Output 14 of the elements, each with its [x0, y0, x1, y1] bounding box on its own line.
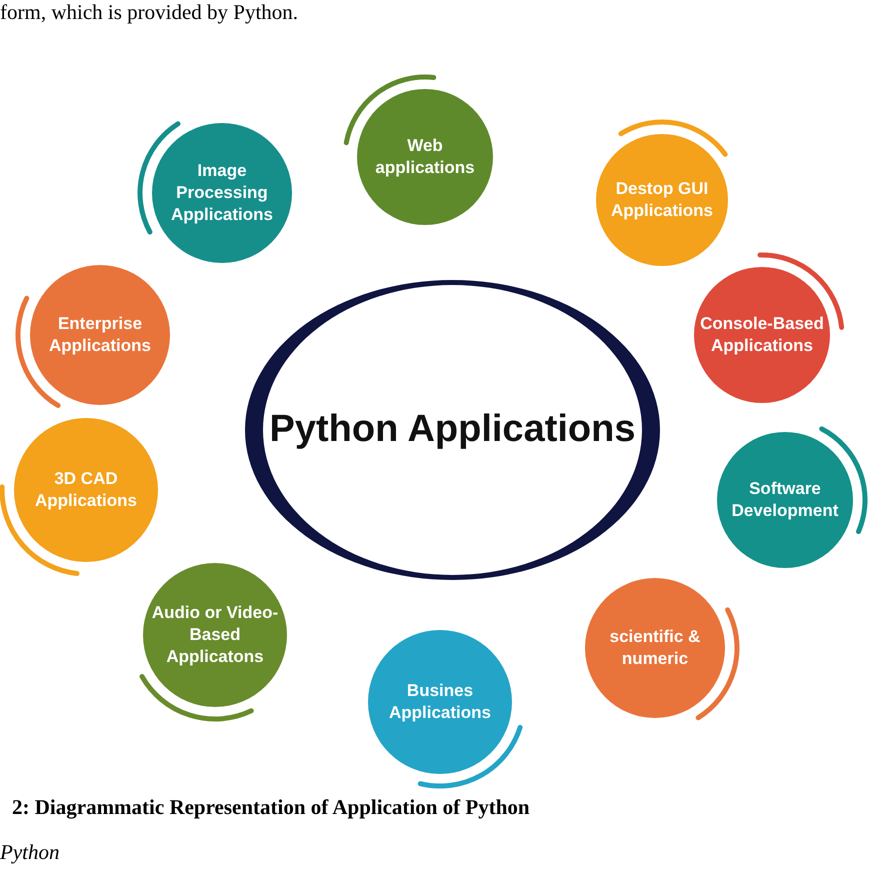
application-label: Destop GUI Applications: [610, 178, 714, 222]
figure-caption: 2: Diagrammatic Representation of Application of Python: [12, 795, 530, 820]
section-heading-fragment: Python: [0, 840, 60, 865]
application-label: Web applications: [374, 134, 476, 179]
application-label: Console-Based Applications: [699, 312, 825, 357]
application-label: Audio or Video-Based Applicatons: [150, 602, 280, 668]
center-title: Python Applications: [268, 407, 636, 452]
application-label: Image Processing Applications: [170, 160, 274, 226]
application-label: 3D CAD Applications: [34, 468, 138, 512]
body-text-fragment: form, which is provided by Python.: [0, 0, 298, 25]
application-label: Software Development: [730, 478, 840, 522]
application-label: Enterprise Applications: [48, 312, 152, 357]
application-label: scientific & numeric: [608, 626, 702, 670]
application-label: Busines Applications: [388, 680, 492, 724]
